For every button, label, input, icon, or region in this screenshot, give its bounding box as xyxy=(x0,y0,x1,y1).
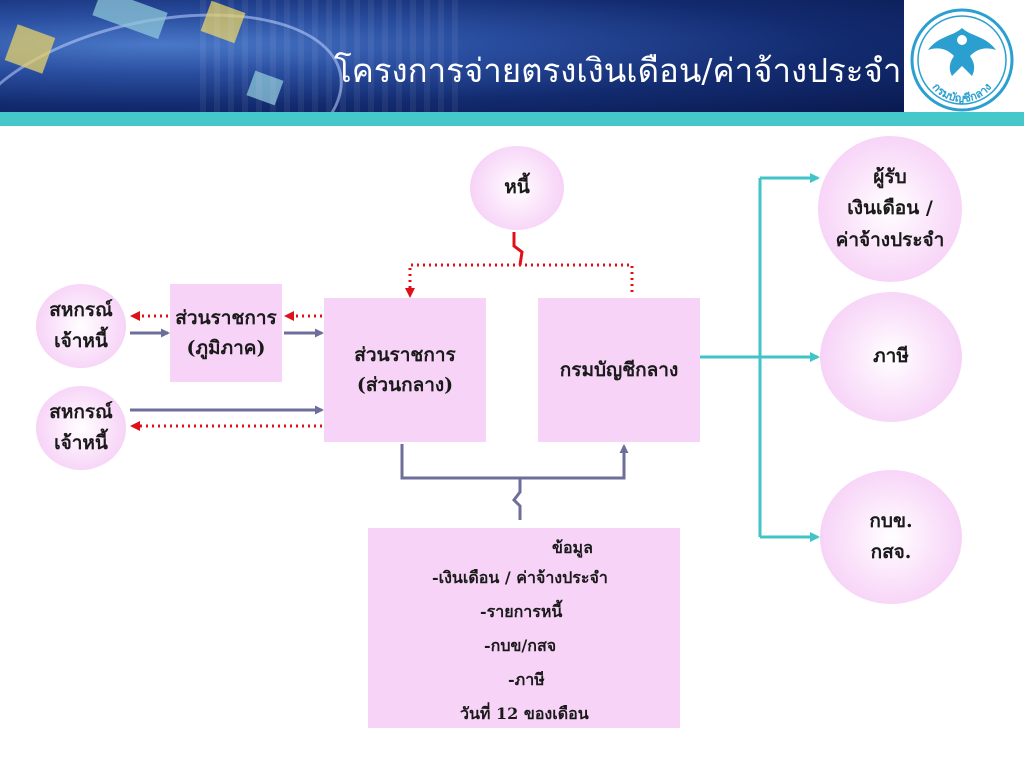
teal-divider xyxy=(0,112,1024,126)
cgd-seal-logo: กรมบัญชีกลาง xyxy=(910,8,1014,112)
node-regional-line2: (ภูมิภาค) xyxy=(186,337,266,359)
node-recipient-line3: ค่าจ้างประจำ xyxy=(835,228,945,251)
node-funds-line1: กบข. xyxy=(869,509,913,532)
node-central-line2: (ส่วนกลาง) xyxy=(356,374,454,396)
info-box: ข้อมูล -เงินเดือน / ค่าจ้างประจำ -รายการ… xyxy=(368,528,680,728)
node-funds-line2: กสจ. xyxy=(870,541,912,563)
node-central-line1: ส่วนราชการ xyxy=(354,343,456,366)
decorative-cube xyxy=(246,70,284,106)
node-coop-bottom: สหกรณ์ เจ้าหนี้ xyxy=(36,386,126,470)
decorative-cube xyxy=(4,24,56,74)
info-heading: ข้อมูล xyxy=(552,538,593,557)
node-coop-top: สหกรณ์ เจ้าหนี้ xyxy=(36,284,126,368)
node-funds: กบข. กสจ. xyxy=(820,470,962,604)
info-item: -ภาษี xyxy=(508,670,545,689)
arrow-central-to-cgd xyxy=(400,444,629,480)
node-regional: ส่วนราชการ (ภูมิภาค) xyxy=(170,284,282,382)
node-regional-line1: ส่วนราชการ xyxy=(175,306,277,329)
node-recipient-line2: เงินเดือน / xyxy=(847,197,933,220)
node-coop-top-line1: สหกรณ์ xyxy=(49,298,113,321)
node-tax: ภาษี xyxy=(820,292,962,422)
page-title: โครงการจ่ายตรงเงินเดือน/ค่าจ้างประจำ xyxy=(334,51,902,90)
info-item: -กบข/กสจ xyxy=(484,636,557,655)
node-cgd-label: กรมบัญชีกลาง xyxy=(559,358,679,381)
node-debt: หนี้ xyxy=(470,146,564,230)
dotted-cgd-loop xyxy=(405,263,634,298)
header-banner: โครงการจ่ายตรงเงินเดือน/ค่าจ้างประจำ xyxy=(0,0,904,112)
node-recipient-line1: ผู้รับ xyxy=(873,165,907,188)
node-coop-bottom-line1: สหกรณ์ xyxy=(49,400,113,423)
node-central: ส่วนราชการ (ส่วนกลาง) xyxy=(324,298,486,442)
decorative-cube xyxy=(92,0,168,40)
node-debt-label: หนี้ xyxy=(504,176,530,199)
node-tax-label: ภาษี xyxy=(873,345,909,368)
node-coop-bottom-line2: เจ้าหนี้ xyxy=(54,432,108,454)
decorative-cube xyxy=(200,0,246,44)
node-coop-top-line2: เจ้าหนี้ xyxy=(54,330,108,352)
node-recipient: ผู้รับ เงินเดือน / ค่าจ้างประจำ xyxy=(818,136,962,282)
info-item: -รายการหนี้ xyxy=(480,602,563,621)
node-cgd: กรมบัญชีกลาง xyxy=(538,298,700,442)
info-item: -เงินเดือน / ค่าจ้างประจำ xyxy=(432,568,608,587)
bolt-debt-link xyxy=(512,232,524,266)
info-footer: วันที่ 12 ของเดือน xyxy=(460,704,589,723)
bolt-info-link xyxy=(512,478,522,520)
